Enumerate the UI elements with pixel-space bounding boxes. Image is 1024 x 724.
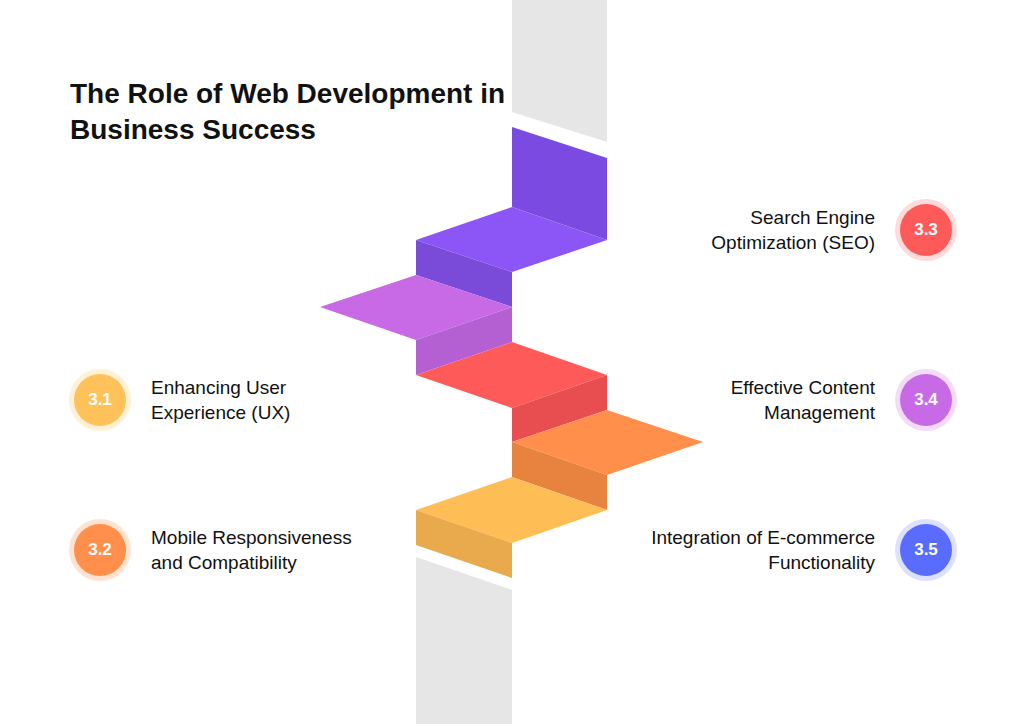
- item-label: Mobile Responsiveness and Compatibility: [151, 525, 381, 575]
- item-label: Effective Content Management: [675, 375, 875, 425]
- item-label: Integration of E-commerce Functionality: [635, 525, 875, 575]
- number-circle: 3.3: [900, 204, 952, 256]
- number-halo: 3.5: [895, 519, 957, 581]
- grey-bar: [512, 0, 607, 142]
- numbered-item: 3.1 Enhancing User Experience (UX): [69, 369, 331, 431]
- numbered-item: 3.2 Mobile Responsiveness and Compatibili…: [69, 519, 381, 581]
- callout-number: 3.3: [914, 220, 938, 240]
- number-circle: 3.1: [74, 374, 126, 426]
- numbered-item: 3.3 Search Engine Optimization (SEO): [675, 199, 957, 261]
- number-halo: 3.1: [69, 369, 131, 431]
- diagram-title: The Role of Web Development in Business …: [70, 76, 510, 148]
- callout-number: 3.1: [88, 390, 112, 410]
- numbered-item: 3.5 Integration of E-commerce Functionali…: [635, 519, 957, 581]
- item-label: Enhancing User Experience (UX): [151, 375, 331, 425]
- grey-bar: [416, 557, 512, 724]
- step-riser: [416, 510, 512, 578]
- item-label: Search Engine Optimization (SEO): [675, 205, 875, 255]
- number-halo: 3.2: [69, 519, 131, 581]
- number-halo: 3.3: [895, 199, 957, 261]
- callout-number: 3.5: [914, 540, 938, 560]
- callout-number: 3.4: [914, 390, 938, 410]
- numbered-item: 3.4 Effective Content Management: [675, 369, 957, 431]
- number-circle: 3.2: [74, 524, 126, 576]
- number-halo: 3.4: [895, 369, 957, 431]
- number-circle: 3.4: [900, 374, 952, 426]
- number-circle: 3.5: [900, 524, 952, 576]
- callout-number: 3.2: [88, 540, 112, 560]
